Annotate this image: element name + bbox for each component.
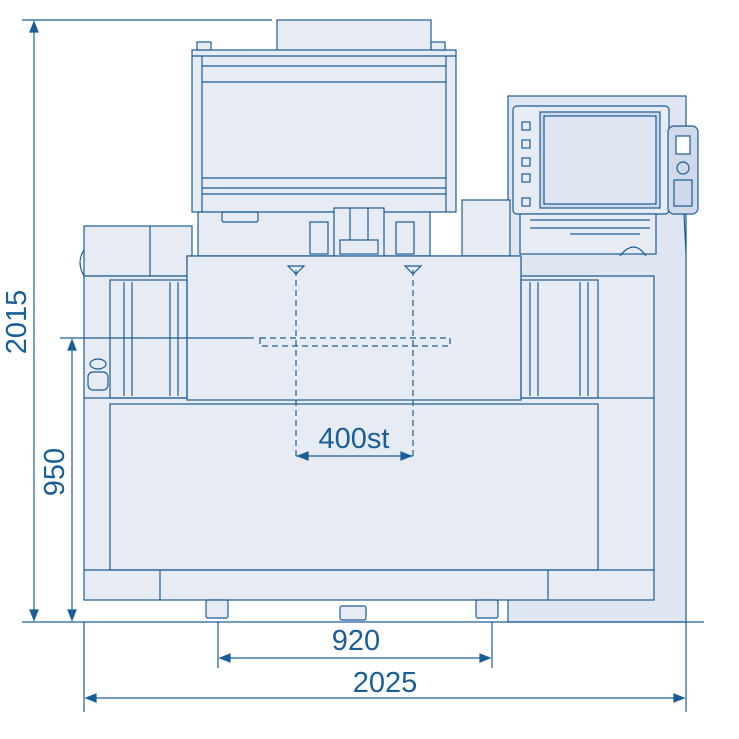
indicator-lamp	[89, 358, 107, 370]
operation-panel	[461, 105, 670, 257]
label-stroke-travel: 400st	[319, 423, 390, 455]
left-bellows-cover	[109, 279, 188, 399]
travel-indicators	[259, 270, 451, 460]
column-spindle	[197, 207, 431, 269]
spindle-head-cover	[191, 19, 457, 213]
label-table-height: 950	[39, 448, 71, 496]
dimension-table-height	[60, 337, 254, 622]
label-total-height: 2015	[1, 290, 33, 355]
leveling-feet	[205, 599, 499, 621]
left-side-unit	[79, 225, 193, 277]
dimension-leg-spacing	[217, 622, 493, 668]
label-leg-spacing: 920	[332, 625, 380, 657]
label-total-width: 2025	[353, 667, 418, 699]
side-switch	[87, 371, 109, 391]
machine-base	[83, 255, 655, 601]
dimension-stroke	[296, 451, 413, 461]
dimension-total-width	[83, 622, 687, 712]
dimension-total-height	[22, 19, 272, 622]
right-bellows-cover	[520, 279, 599, 399]
handheld-pendant	[667, 125, 699, 255]
